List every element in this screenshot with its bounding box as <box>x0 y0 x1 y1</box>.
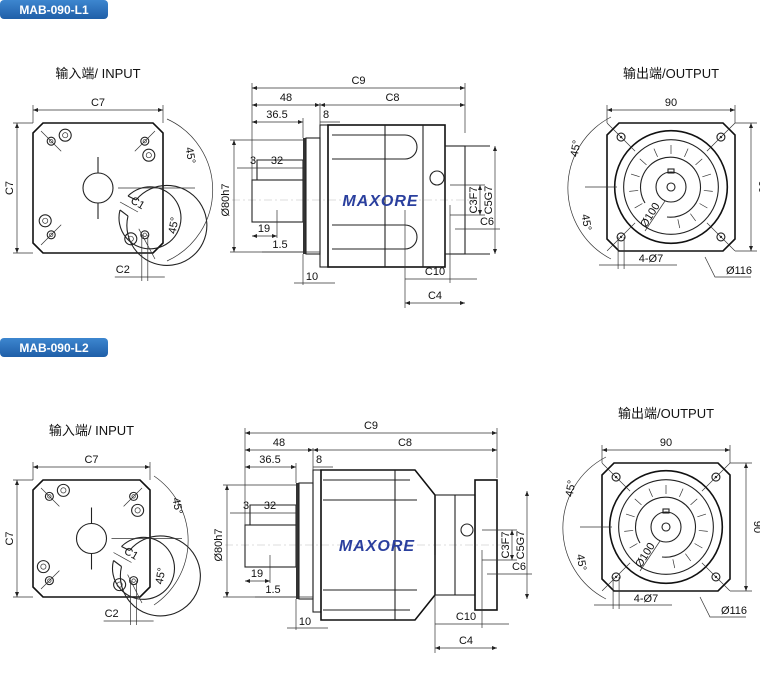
dim-1-5: 1.5 <box>272 239 287 251</box>
dim-c10: C10 <box>425 266 445 278</box>
dim-phi80: Ø80h7 <box>213 528 225 561</box>
dim-c10: C10 <box>456 611 476 623</box>
dim-c9: C9 <box>351 75 365 87</box>
mounting-hole <box>716 232 726 242</box>
dim-32: 32 <box>271 155 283 167</box>
input-height-c7: C7 <box>4 531 16 545</box>
dim-36-5: 36.5 <box>266 109 287 121</box>
dim-48: 48 <box>273 437 285 449</box>
dim-c4: C4 <box>428 290 442 302</box>
output-angle-upper: 45° <box>564 479 579 497</box>
dim-8: 8 <box>323 109 329 121</box>
model-badge: MAB-090-L2 <box>0 338 108 357</box>
dim-3: 3 <box>250 155 256 167</box>
maxore-logo: MAXORE <box>339 538 416 555</box>
side-view: MAXORE C9 48 C8 36.5 8 3 32 191.5 10 Ø80h7 C… <box>220 75 500 308</box>
output-holes-4-phi7: 4-Ø7 <box>634 593 658 605</box>
dim-c3: C3F7 <box>500 532 512 559</box>
dim-32: 32 <box>264 500 276 512</box>
dim-48: 48 <box>280 92 292 104</box>
output-phi116: Ø116 <box>721 605 747 617</box>
dim-c5: C5G7 <box>515 531 527 560</box>
input-width-c7: C7 <box>84 454 98 466</box>
output-view-title: 输出端/OUTPUT <box>623 66 719 81</box>
dim-36-5: 36.5 <box>259 454 280 466</box>
mounting-hole <box>711 472 721 482</box>
output-angle-lower: 45° <box>579 213 594 231</box>
input-view-title: 输入端/ INPUT <box>55 66 140 81</box>
angle-45-upper: 45° <box>183 146 198 164</box>
input-width-c7: C7 <box>91 97 105 109</box>
mounting-hole <box>616 232 626 242</box>
output-height-90: 90 <box>751 521 760 533</box>
dim-19: 19 <box>251 568 263 580</box>
dim-10: 10 <box>306 271 318 283</box>
output-shaft <box>661 522 671 532</box>
angle-45-lower: 45° <box>167 216 182 234</box>
dim-3: 3 <box>243 500 249 512</box>
output-height-90: 90 <box>756 181 760 193</box>
maxore-logo: MAXORE <box>342 193 419 210</box>
input-bore <box>75 522 108 555</box>
dim-10: 10 <box>299 616 311 628</box>
dim-c4: C4 <box>459 635 473 647</box>
model-name: MAB-090-L2 <box>19 341 89 355</box>
output-phi116: Ø116 <box>726 265 752 277</box>
output-phi100: Ø100 <box>633 541 657 570</box>
input-bore <box>82 172 114 204</box>
dim-c5: C5G7 <box>483 186 495 215</box>
dim-19: 19 <box>258 223 270 235</box>
dim-8: 8 <box>316 454 322 466</box>
output-angle-lower: 45° <box>574 553 589 571</box>
output-angle-upper: 45° <box>569 139 584 157</box>
side-view: MAXORE C9 48 C8 36.5 8 3 32 191.5 10 Ø80h7 C… <box>213 420 532 653</box>
output-shaft <box>666 182 676 192</box>
mounting-hole <box>611 572 621 582</box>
mounting-hole <box>611 472 621 482</box>
input-view-title: 输入端/ INPUT <box>49 423 134 438</box>
dim-c9: C9 <box>364 420 378 432</box>
dim-c8: C8 <box>398 437 412 449</box>
dim-phi80: Ø80h7 <box>220 183 232 216</box>
angle-45-lower: 45° <box>154 567 169 585</box>
model-name: MAB-090-L1 <box>19 3 89 17</box>
mounting-hole <box>711 572 721 582</box>
input-c2: C2 <box>116 264 130 276</box>
output-width-90: 90 <box>660 437 672 449</box>
dim-c3: C3F7 <box>468 187 480 214</box>
output-phi100: Ø100 <box>638 201 662 230</box>
dim-c6: C6 <box>512 561 526 573</box>
dim-c8: C8 <box>385 92 399 104</box>
input-c2: C2 <box>105 608 119 620</box>
angle-45-upper: 45° <box>170 497 185 515</box>
model-badge: MAB-090-L1 <box>0 0 108 19</box>
mounting-hole <box>716 132 726 142</box>
output-view-title: 输出端/OUTPUT <box>618 406 714 421</box>
output-width-90: 90 <box>665 97 677 109</box>
mounting-hole <box>616 132 626 142</box>
input-height-c7: C7 <box>4 181 16 195</box>
dim-1-5: 1.5 <box>265 584 280 596</box>
dim-c6: C6 <box>480 216 494 228</box>
output-holes-4-phi7: 4-Ø7 <box>639 253 663 265</box>
